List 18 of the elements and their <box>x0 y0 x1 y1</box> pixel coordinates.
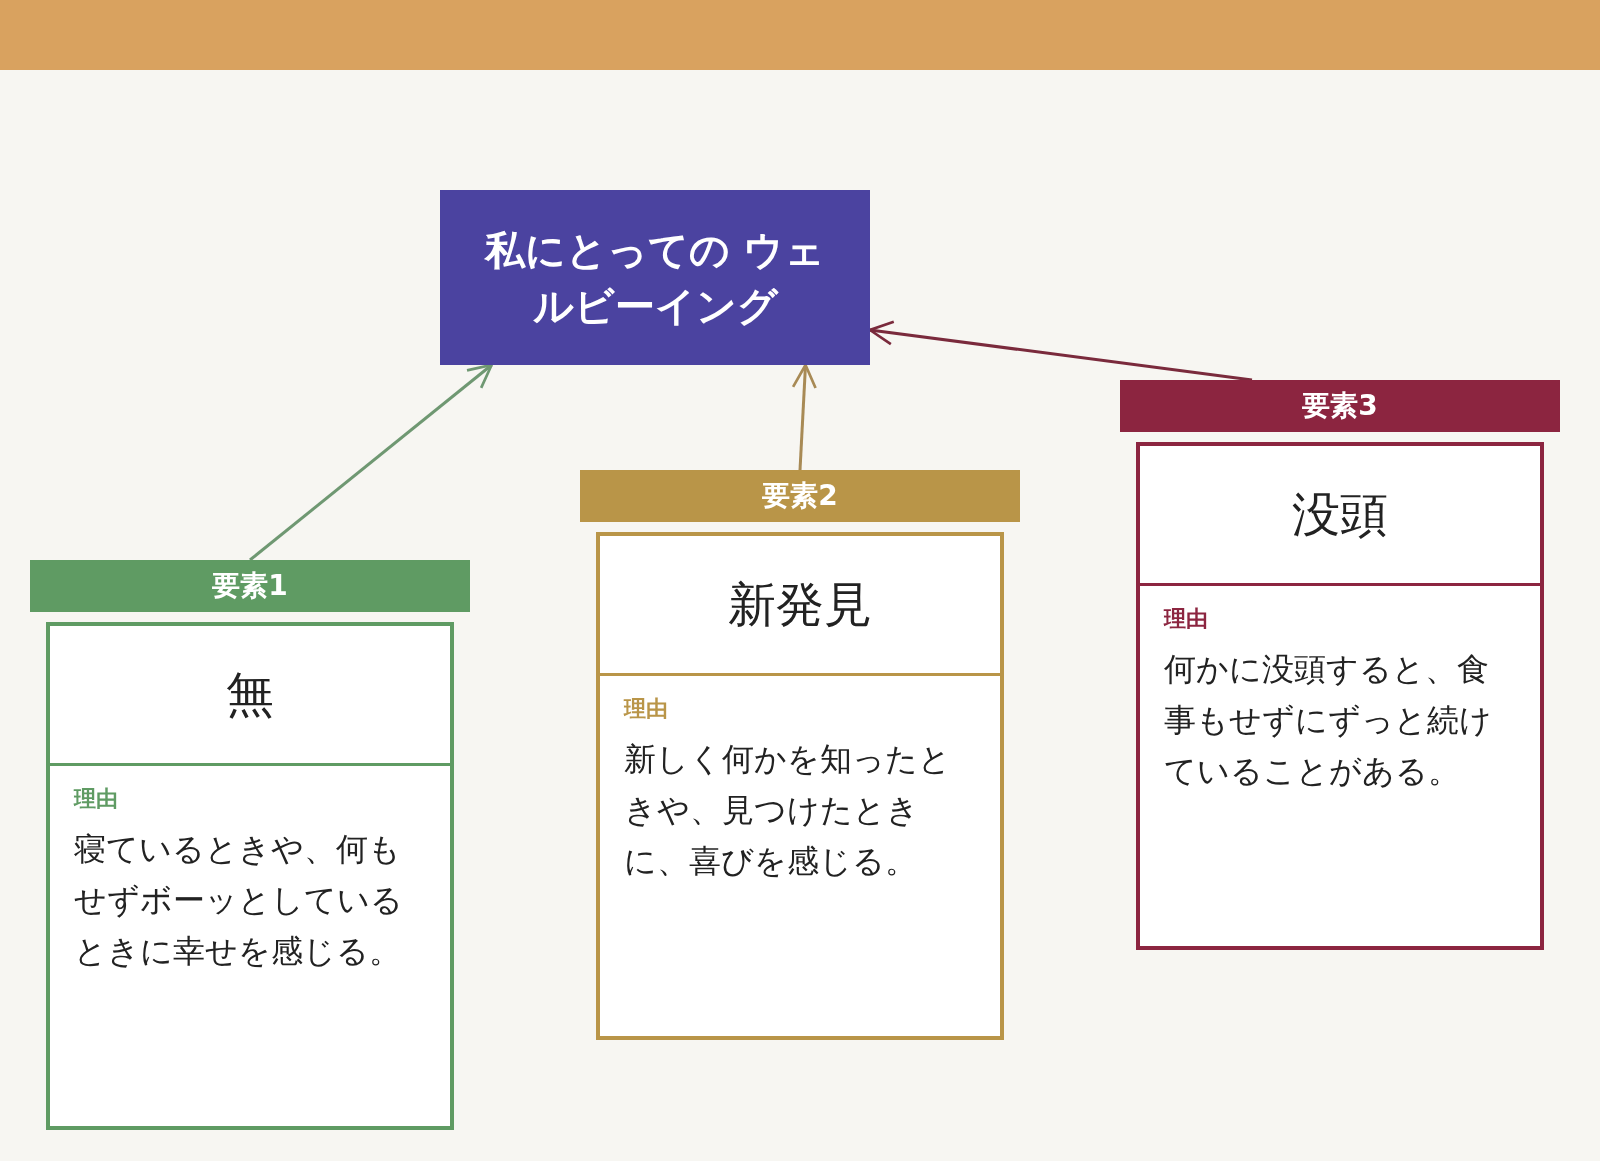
handwritten-answer: 無 <box>226 664 274 724</box>
reason-label: 理由 <box>624 695 669 723</box>
card-header: 要素1 <box>30 560 470 612</box>
element-card <box>30 560 470 1130</box>
handwritten-reason: 何かに没頭すると、食事もせずにずっと続けていることがある。 <box>1164 649 1493 793</box>
arrow <box>791 363 817 471</box>
card-header: 要素3 <box>1120 380 1560 432</box>
element-card <box>580 470 1020 1040</box>
reason-label: 理由 <box>1164 605 1209 633</box>
title-box: 私にとっての ウェルビーイング <box>440 190 870 365</box>
handwritten-reason: 寝ているときや、何もせずボーッとしているときに幸せを感じる。 <box>74 829 404 973</box>
arrow <box>249 363 493 562</box>
handwritten-reason: 新しく何かを知ったときや、見つけたときに、喜びを感じる。 <box>624 739 952 883</box>
handwritten-answer: 新発見 <box>728 574 872 634</box>
element-card <box>1120 380 1560 950</box>
handwritten-answer: 没頭 <box>1292 484 1388 544</box>
reason-label: 理由 <box>74 785 119 813</box>
card-header: 要素2 <box>580 470 1020 522</box>
